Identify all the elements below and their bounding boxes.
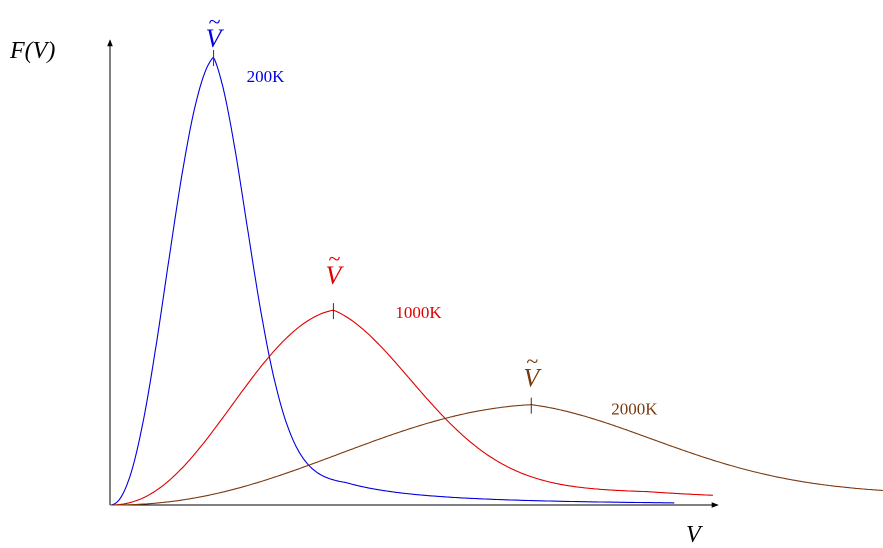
y-axis-label: F(V) [9,38,55,64]
peak-accent-2000k: ~ [526,349,538,374]
curve-200k [109,56,675,506]
curve-2000k [110,404,883,506]
peak-symbol-2000k: V [523,364,542,393]
peak-symbol-1000k: V [325,261,344,290]
curve-1000k [110,309,713,506]
series-label-1000k: 1000K [395,303,442,322]
series-label-2000k: 2000K [611,400,658,419]
peak-accent-1000k: ~ [328,246,340,271]
peak-accent-200k: ~ [209,9,221,34]
peak-symbol-200k: V [206,24,225,53]
x-axis-label: V [686,522,703,548]
series-label-200k: 200K [247,67,286,86]
